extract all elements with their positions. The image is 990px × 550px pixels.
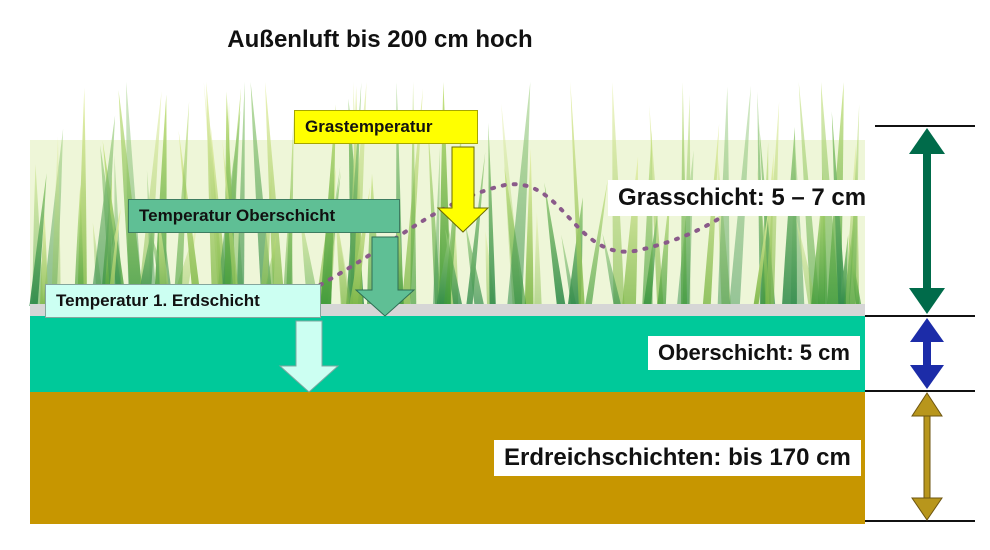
grass-blade — [265, 82, 285, 306]
grass-dimension-arrow — [909, 128, 945, 314]
grass-blade — [507, 82, 531, 306]
grass-blade — [602, 233, 622, 306]
grass-blade — [584, 179, 608, 306]
grass-blade — [753, 202, 770, 306]
grasschicht-label: Grasschicht: 5 – 7 cm — [608, 180, 877, 216]
grass-blade — [107, 209, 120, 306]
grass-blade — [534, 212, 542, 306]
grass-blade — [206, 82, 225, 306]
diagram-title: Außenluft bis 200 cm hoch — [227, 26, 533, 53]
grass-blade — [544, 182, 566, 306]
temperatur-oberschicht-label: Temperatur Oberschicht — [128, 199, 400, 233]
grass-blade — [118, 90, 145, 307]
grass-blade — [136, 212, 156, 306]
grass-blade — [39, 210, 49, 306]
grass-blade — [90, 115, 116, 306]
grass-blade — [236, 82, 245, 306]
erdschicht-arrow — [278, 320, 340, 393]
grass-blade — [657, 194, 670, 306]
grass-blade — [29, 172, 47, 306]
grastemperatur-label: Grastemperatur — [294, 110, 478, 144]
erdreichschichten-label: Erdreichschichten: bis 170 cm — [494, 440, 861, 476]
soil-dimension-arrow — [911, 392, 943, 521]
grastemperatur-arrow — [436, 146, 490, 233]
oberschicht-arrow — [354, 236, 416, 317]
grass-blade — [158, 217, 172, 306]
grass-blade — [51, 136, 61, 306]
grass-blade — [570, 82, 585, 306]
grass-blade — [74, 184, 84, 306]
grass-blade — [796, 218, 818, 306]
grass-blade — [465, 225, 485, 306]
temperatur-erdschicht-label: Temperatur 1. Erdschicht — [45, 284, 321, 318]
grass-blade — [300, 215, 320, 306]
grass-blade — [432, 144, 441, 306]
grass-blade — [524, 148, 534, 306]
grass-blade — [642, 130, 653, 306]
temperature-curve — [318, 182, 722, 287]
grass-blade — [410, 82, 417, 306]
grass-blade — [137, 91, 162, 306]
oberschicht-label: Oberschicht: 5 cm — [648, 336, 860, 370]
grass-blade — [488, 122, 496, 307]
top-layer-dimension-arrow — [910, 318, 944, 389]
